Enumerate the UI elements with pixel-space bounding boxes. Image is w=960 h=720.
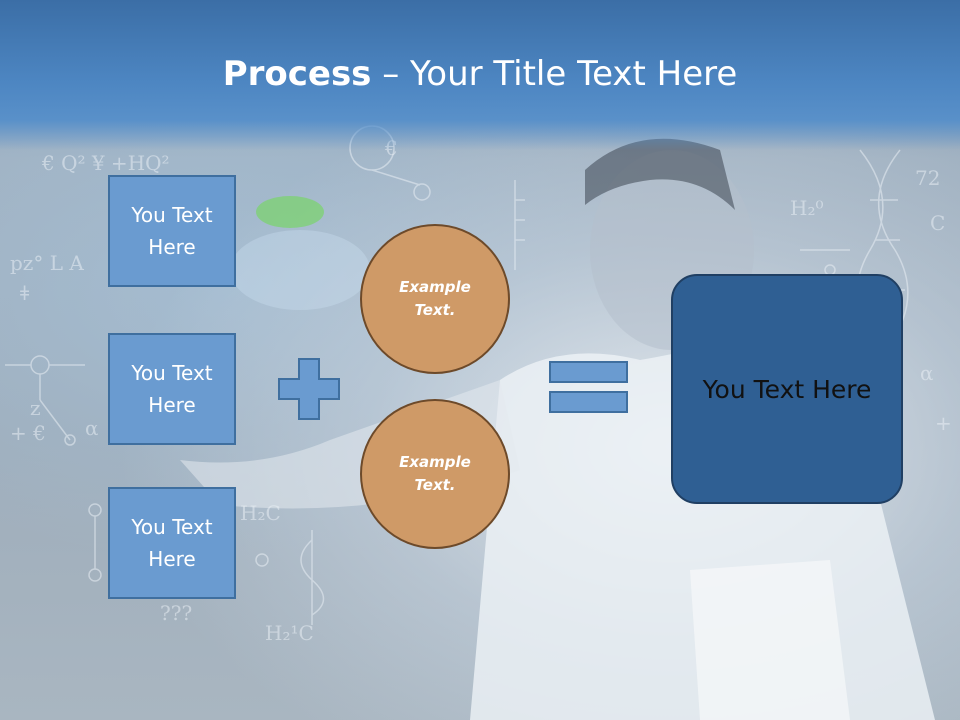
text-box-1[interactable]: You Text Here [108,175,236,287]
example-circle-2-label: Example Text. [399,453,471,494]
svg-text:H₂C: H₂C [240,501,281,525]
svg-text:C: C [930,211,945,235]
svg-text:+ €: + € [10,421,46,445]
slide-title: Process – Your Title Text Here [0,52,960,96]
svg-text:H₂¹C: H₂¹C [265,621,314,645]
svg-text:+: + [935,411,952,435]
svg-text:???: ??? [160,601,192,625]
svg-text:α: α [920,361,934,385]
example-circle-1[interactable]: Example Text. [360,224,510,374]
result-box-label: You Text Here [702,374,872,404]
svg-text:72: 72 [915,166,940,190]
title-bold: Process [222,54,372,94]
svg-text:pz° L A: pz° L A [10,251,84,275]
text-box-2[interactable]: You Text Here [108,333,236,445]
svg-text:€ Q² ¥ +HQ²: € Q² ¥ +HQ² [41,151,170,175]
text-box-3[interactable]: You Text Here [108,487,236,599]
header-bar [0,0,960,150]
svg-text:ǂ: ǂ [20,281,29,305]
plus-icon [278,358,340,420]
title-rest: – Your Title Text Here [371,54,738,94]
svg-text:z: z [30,396,41,420]
svg-text:α: α [85,416,99,440]
text-box-2-label: You Text Here [131,361,213,417]
example-circle-2[interactable]: Example Text. [360,399,510,549]
equals-icon [549,361,628,413]
result-box[interactable]: You Text Here [671,274,903,504]
text-box-3-label: You Text Here [131,515,213,571]
example-circle-1-label: Example Text. [399,278,471,319]
text-box-1-label: You Text Here [131,203,213,259]
svg-text:H₂⁰: H₂⁰ [790,196,823,220]
